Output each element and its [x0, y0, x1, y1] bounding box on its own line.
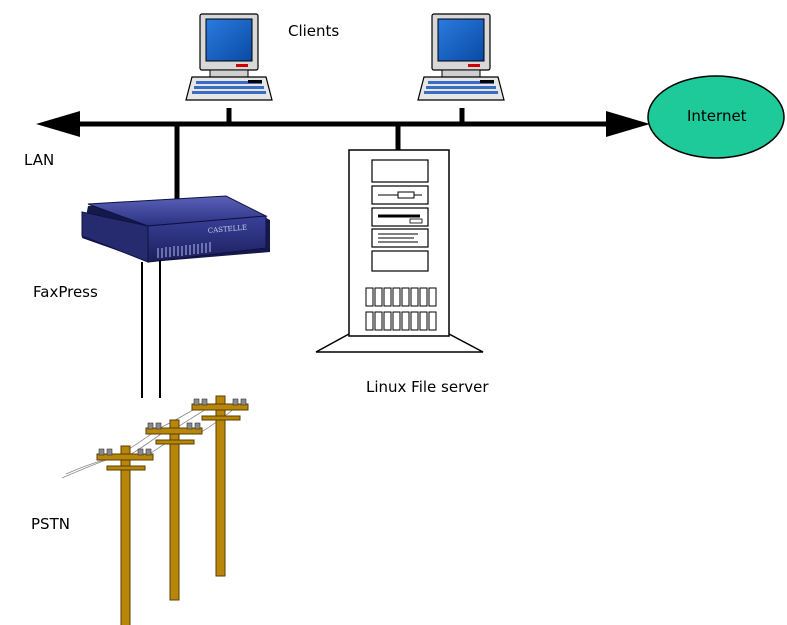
lan-backbone: [36, 111, 650, 137]
internet-label: Internet: [687, 107, 747, 125]
pstn-label: PSTN: [31, 515, 70, 533]
telephone-pole-icon: [145, 419, 203, 601]
faxpress-phone-lines: [141, 260, 161, 398]
file-server-tower: [315, 149, 484, 353]
lan-label: LAN: [24, 151, 55, 169]
pstn-wires: [61, 400, 241, 479]
telephone-pole-icon: [191, 395, 249, 577]
internet-cloud: [647, 75, 785, 159]
faxpress-brand: CASTELLE: [207, 224, 247, 235]
faxpress-device: CASTELLE: [81, 195, 270, 263]
clients-label: Clients: [288, 22, 340, 40]
client-computer-icon: [185, 13, 273, 101]
faxpress-label: FaxPress: [33, 283, 98, 301]
telephone-pole-icon: [96, 445, 154, 625]
file-server-label: Linux File server: [366, 378, 489, 396]
client-computer-icon: [417, 13, 505, 101]
lan-drop-lines: [174, 108, 465, 212]
